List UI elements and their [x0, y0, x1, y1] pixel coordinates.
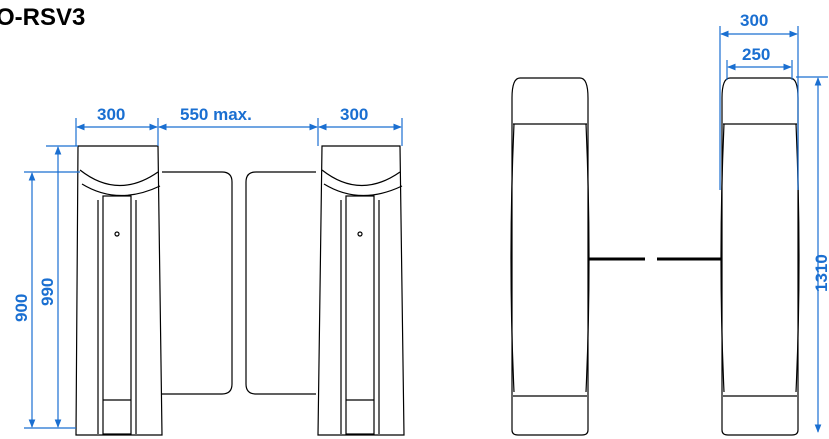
side-view [510, 77, 800, 436]
left-cabinet [510, 77, 590, 436]
dim-label-900: 900 [12, 294, 31, 322]
dim-label-300-right: 300 [340, 105, 368, 124]
dim-label-990: 990 [38, 278, 57, 306]
dim-label-300-top: 300 [740, 11, 768, 30]
front-view [75, 145, 405, 436]
left-door-panel [162, 171, 233, 395]
front-dimensions [24, 118, 403, 429]
dim-label-550: 550 max. [180, 105, 252, 124]
dim-label-250: 250 [742, 45, 770, 64]
side-dimensions [719, 26, 828, 433]
left-post [75, 145, 163, 436]
dim-label-1310: 1310 [812, 254, 829, 292]
dim-label-300-left: 300 [97, 105, 125, 124]
right-cabinet [720, 77, 800, 436]
right-door-panel [245, 171, 316, 395]
drawing-title: O-RSV3 [0, 4, 86, 31]
right-post [317, 145, 405, 436]
